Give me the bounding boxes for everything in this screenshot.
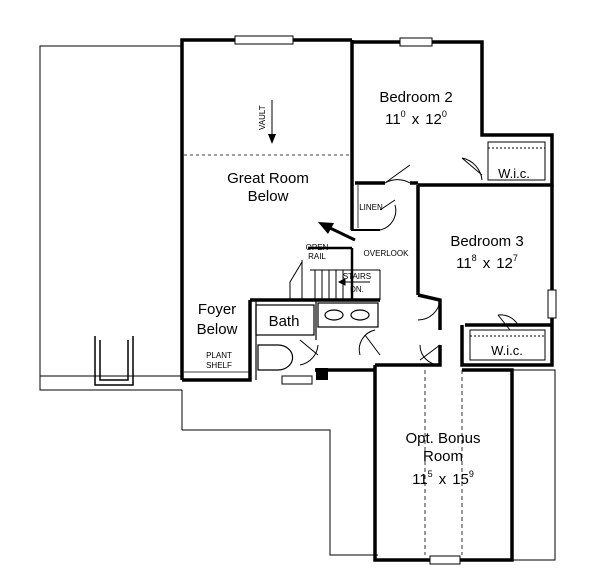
bonus-label-1: Opt. Bonus xyxy=(405,430,480,447)
bath-label: Bath xyxy=(269,313,300,330)
vault-label: VAULT xyxy=(258,105,267,130)
overlook-arrow xyxy=(329,226,356,242)
stairs-label-1: STAIRS xyxy=(343,272,371,281)
plant-shelf-label-1: PLANT xyxy=(206,351,232,360)
open-rail-label-2: RAIL xyxy=(308,252,326,261)
wic-bottom xyxy=(469,329,546,361)
bonus-label-2: Room xyxy=(423,448,463,465)
wic-top-label: W.i.c. xyxy=(498,166,530,181)
bedroom3-label: Bedroom 3 xyxy=(450,233,523,250)
windows xyxy=(234,35,557,565)
great-room-label-2: Below xyxy=(248,188,289,205)
linen-closet xyxy=(351,183,380,231)
stairs-label-2: DN. xyxy=(350,285,364,294)
overlook-label: OVERLOOK xyxy=(364,249,410,258)
bedroom2-label: Bedroom 2 xyxy=(379,89,452,106)
plant-shelf-label-2: SHELF xyxy=(206,361,232,370)
vault-arrow-head xyxy=(268,134,276,144)
column-post xyxy=(316,368,328,380)
foyer-label-1: Foyer xyxy=(198,301,236,318)
garage-window xyxy=(94,336,134,386)
bath-fixtures xyxy=(255,300,379,380)
staircase xyxy=(289,246,381,301)
garage-outline xyxy=(39,45,556,561)
wic-bottom-label: W.i.c. xyxy=(491,343,523,358)
overlook-arrow-head xyxy=(318,222,334,234)
linen-label: LINEN xyxy=(359,203,383,212)
foyer-label-2: Below xyxy=(197,321,238,338)
great-room-label-1: Great Room xyxy=(227,170,309,187)
door-swings xyxy=(299,157,519,366)
wic-top xyxy=(487,141,546,181)
open-rail-label-1: OPEN xyxy=(306,243,329,252)
